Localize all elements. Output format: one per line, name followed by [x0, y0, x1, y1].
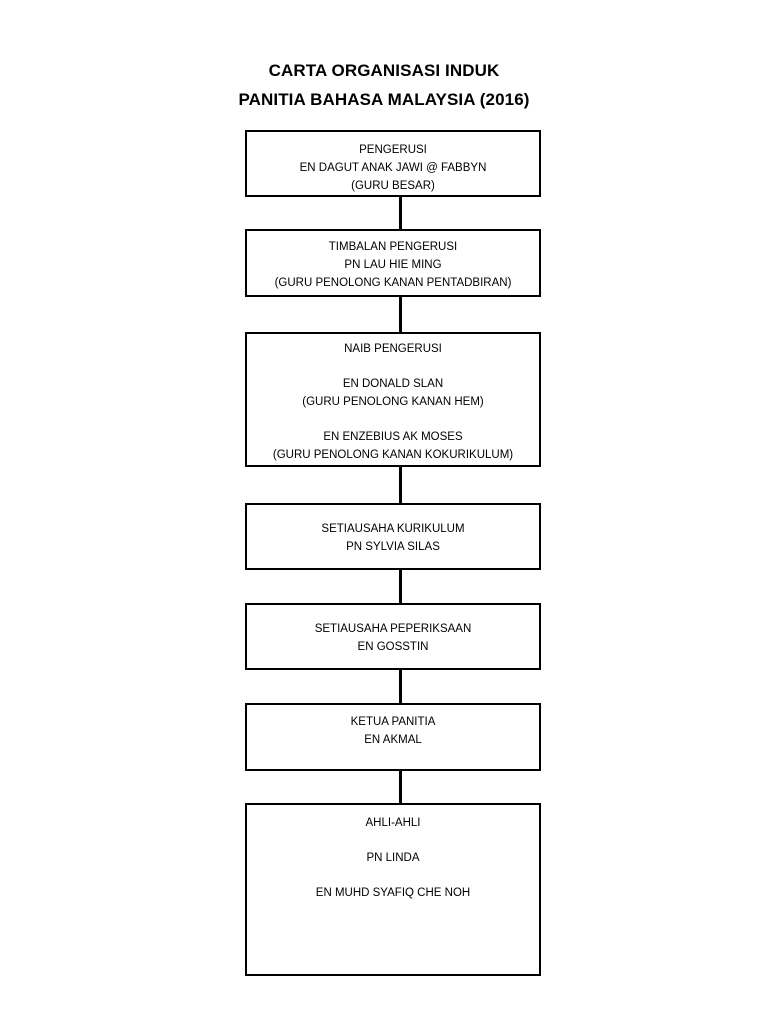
node-position: (GURU PENOLONG KANAN HEM): [302, 396, 484, 408]
node-pengerusi: PENGERUSI EN DAGUT ANAK JAWI @ FABBYN (G…: [245, 130, 541, 197]
node-name: EN AKMAL: [364, 734, 422, 746]
node-role: AHLI-AHLI: [365, 817, 421, 829]
node-role: PENGERUSI: [359, 144, 427, 156]
node-ahli-ahli: AHLI-AHLI PN LINDA EN MUHD SYAFIQ CHE NO…: [245, 803, 541, 976]
node-name: EN MUHD SYAFIQ CHE NOH: [315, 887, 471, 899]
node-role: SETIAUSAHA PEPERIKSAAN: [314, 623, 472, 635]
node-ketua-panitia: KETUA PANITIA EN AKMAL: [245, 703, 541, 771]
chart-subtitle: PANITIA BAHASA MALAYSIA (2016): [238, 90, 530, 109]
node-setiausaha-kurikulum: SETIAUSAHA KURIKULUM PN SYLVIA SILAS: [245, 503, 541, 570]
node-name: EN DONALD SLAN: [342, 378, 444, 390]
connector-line: [399, 297, 402, 332]
connector-line: [399, 771, 402, 803]
node-position: (GURU PENOLONG KANAN KOKURIKULUM): [272, 449, 514, 461]
chart-title: CARTA ORGANISASI INDUK: [268, 61, 500, 80]
node-role: SETIAUSAHA KURIKULUM: [321, 523, 465, 535]
node-name: EN GOSSTIN: [357, 641, 429, 653]
node-position: (GURU BESAR): [351, 180, 435, 192]
connector-line: [399, 467, 402, 503]
node-name: EN ENZEBIUS AK MOSES: [323, 431, 463, 443]
node-role: NAIB PENGERUSI: [344, 343, 442, 355]
connector-line: [399, 670, 402, 703]
node-name: EN DAGUT ANAK JAWI @ FABBYN: [299, 162, 487, 174]
node-timbalan-pengerusi: TIMBALAN PENGERUSI PN LAU HIE MING (GURU…: [245, 229, 541, 297]
connector-line: [399, 570, 402, 603]
node-name: PN LINDA: [366, 852, 420, 864]
node-naib-pengerusi: NAIB PENGERUSI EN DONALD SLAN (GURU PENO…: [245, 332, 541, 467]
node-setiausaha-peperiksaan: SETIAUSAHA PEPERIKSAAN EN GOSSTIN: [245, 603, 541, 670]
node-role: KETUA PANITIA: [350, 716, 436, 728]
connector-line: [399, 197, 402, 229]
node-name: PN LAU HIE MING: [344, 259, 442, 271]
node-name: PN SYLVIA SILAS: [346, 541, 440, 553]
node-position: (GURU PENOLONG KANAN PENTADBIRAN): [274, 277, 512, 289]
node-role: TIMBALAN PENGERUSI: [328, 241, 458, 253]
